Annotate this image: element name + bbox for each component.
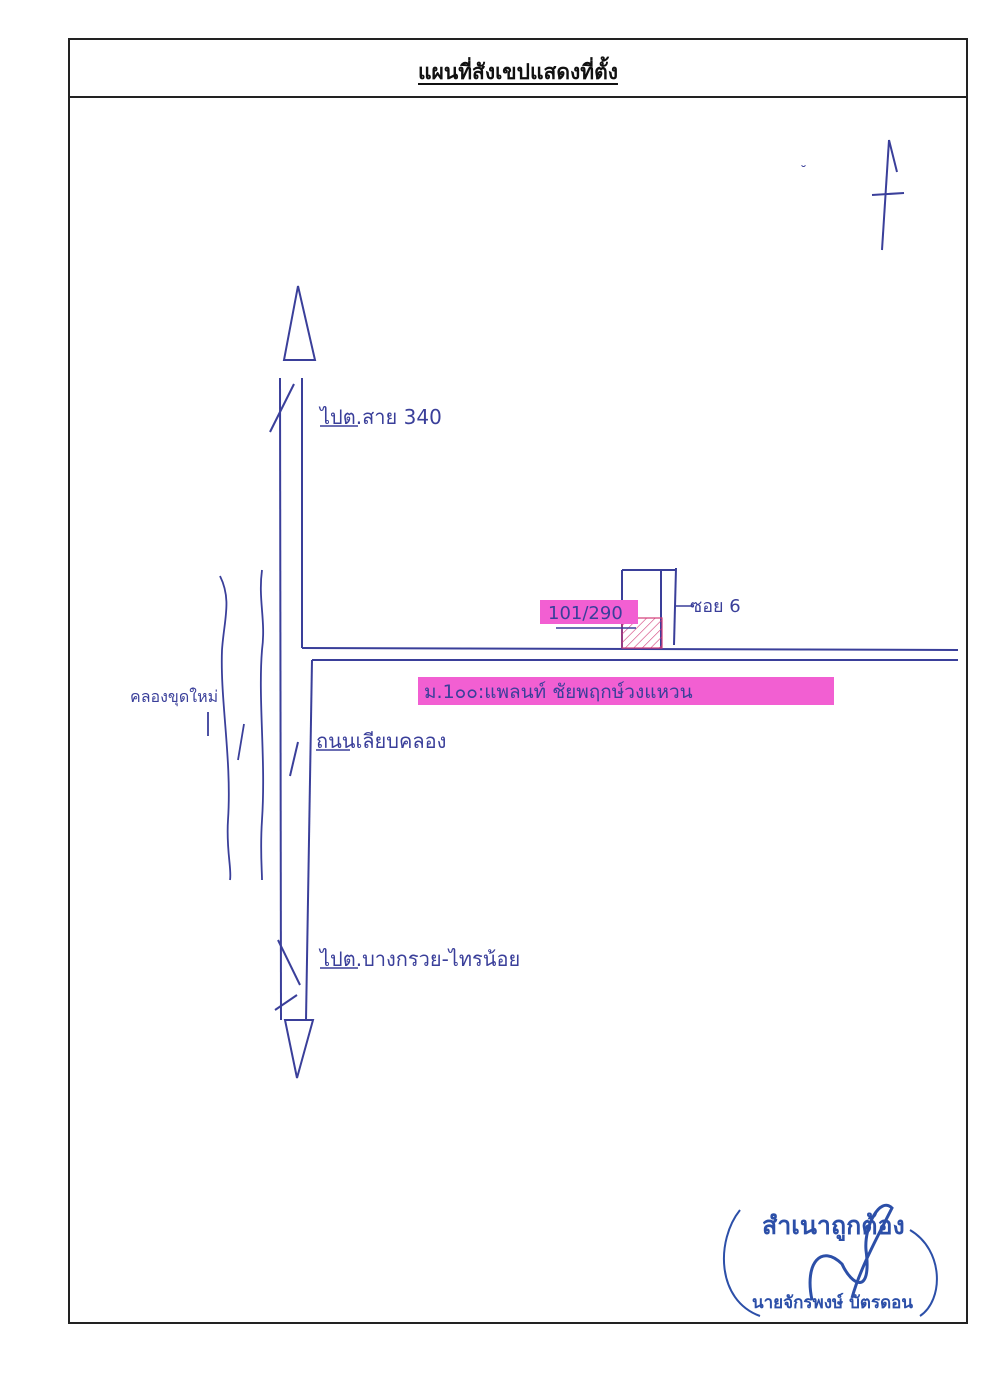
title-bar: แผนที่สังเขปแสดงที่ตั้ง <box>70 40 966 98</box>
arrow-down-icon <box>283 1019 315 1079</box>
stamp-name: นายจักรพงษ์ บัตรดอน <box>752 1292 913 1313</box>
village-label: ม.1๐๐:แพลนท์ ชัยพฤกษ์วงแหวน <box>424 681 693 703</box>
side-road <box>301 647 959 661</box>
canal-lines <box>207 569 265 881</box>
canal-label: คลองขุดใหม่ <box>130 687 218 707</box>
map-title: แผนที่สังเขปแสดงที่ตั้ง <box>418 60 618 84</box>
house-number: 101/290 <box>548 603 623 624</box>
soi-label: ซอย 6 <box>690 596 741 617</box>
village-highlight <box>418 677 834 705</box>
svg-text:˘: ˘ <box>800 164 807 180</box>
map-sheet: แผนที่สังเขปแสดงที่ตั้ง <box>68 38 968 1324</box>
canal-road-label: ถนนเลียบคลอง <box>316 729 446 753</box>
certified-copy-text: สำเนาถูกต้อง <box>762 1211 905 1242</box>
north-arrow-icon: ˘ <box>800 139 905 251</box>
road-north-label: ไปต.สาย 340 <box>318 405 442 429</box>
arrow-up-icon <box>282 285 317 361</box>
main-road <box>269 377 313 1021</box>
house-no-highlight <box>540 600 638 624</box>
signature-mark <box>808 1203 894 1301</box>
road-south-label: ไปต.บางกรวย-ไทรน้อย <box>318 947 520 971</box>
certification-stamp: สำเนาถูกต้อง นายจักรพงษ์ บัตรดอน <box>723 1203 938 1317</box>
